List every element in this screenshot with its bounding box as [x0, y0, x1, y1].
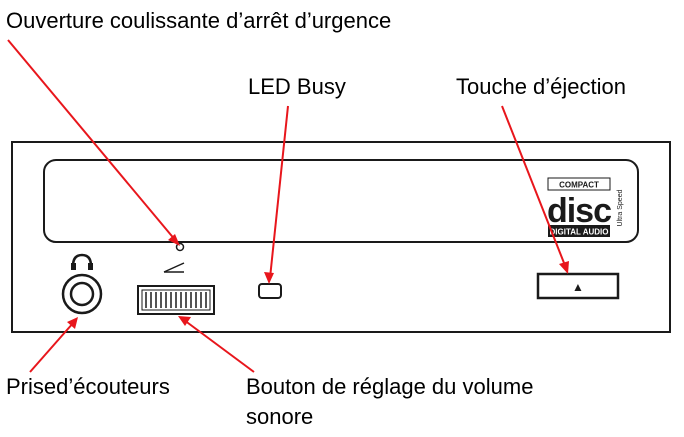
svg-text:COMPACT: COMPACT — [559, 181, 599, 190]
arrowhead-busy-led — [264, 272, 274, 284]
eject-button[interactable]: ▲ — [536, 272, 620, 300]
arrowhead-volume-knob — [178, 316, 191, 326]
volume-knob-label: Bouton de réglage du volume — [246, 374, 534, 399]
emergency-eject-slot[interactable] — [175, 242, 185, 252]
leader-volume-knob — [183, 319, 255, 373]
arrowhead-eject-key — [559, 261, 569, 274]
disc-tray — [43, 159, 639, 243]
arrowhead-headphone-jack — [67, 317, 78, 329]
compact-disc-logo: COMPACT disc DIGITAL AUDIO Ultra Speed — [547, 177, 624, 237]
headphone-jack[interactable] — [61, 273, 103, 315]
busy-led-label: LED Busy — [248, 74, 346, 99]
svg-text:disc: disc — [547, 192, 611, 230]
eject-key-label: Touche d’éjection — [456, 74, 627, 99]
volume-wedge-icon — [163, 262, 185, 273]
arrowhead-emergency-slot — [168, 234, 180, 246]
svg-text:DIGITAL AUDIO: DIGITAL AUDIO — [550, 228, 609, 237]
svg-text:Ultra Speed: Ultra Speed — [617, 189, 624, 226]
leader-lines — [7, 39, 569, 373]
leader-emergency-slot — [7, 39, 177, 242]
leader-busy-led — [269, 105, 289, 279]
emergency-eject-slot-label: Ouverture coulissante d’arrêt d’urgence — [6, 8, 392, 33]
eject-icon: ▲ — [572, 280, 584, 294]
headphone-jack-label: Prised’écouteurs — [6, 374, 170, 399]
volume-knob-label-line2: sonore — [246, 404, 314, 429]
leader-eject-key — [501, 105, 567, 269]
headphone-icon — [71, 253, 93, 270]
busy-led — [258, 283, 282, 299]
volume-knob[interactable] — [137, 285, 215, 315]
leader-headphone-jack — [29, 321, 75, 373]
